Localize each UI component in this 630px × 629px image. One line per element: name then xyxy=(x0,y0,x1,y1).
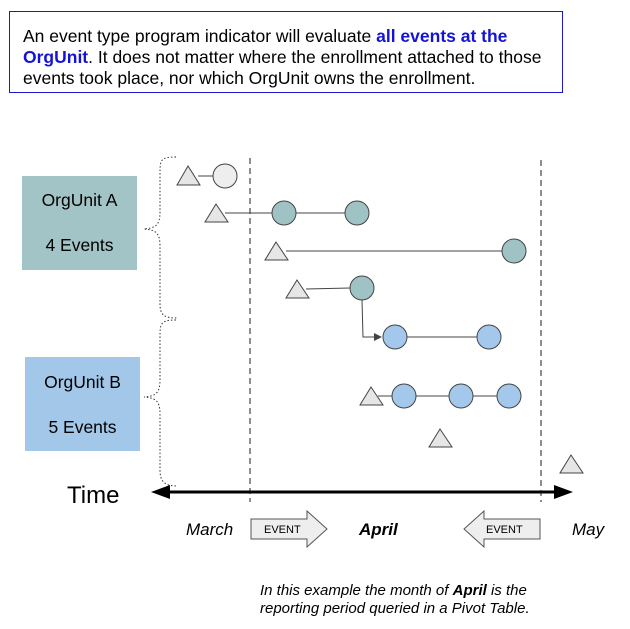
event-orgunit-b xyxy=(496,383,522,409)
event-arrow-right-label: EVENT xyxy=(264,524,301,536)
footnote-bold: April xyxy=(452,582,487,599)
enrollment-triangle xyxy=(428,428,453,448)
time-axis-left-arrowhead xyxy=(151,485,170,499)
enrollment-triangle xyxy=(204,203,229,223)
event-orgunit-b xyxy=(382,324,408,350)
orgunit-a-box: OrgUnit A 4 Events xyxy=(22,176,137,270)
footnote-line-2: reporting period queried in a Pivot Tabl… xyxy=(260,600,530,617)
event-orgunit-b xyxy=(476,324,502,350)
event-arrow-left xyxy=(463,509,541,549)
callout-highlight: all events at the OrgUnit xyxy=(23,26,508,67)
time-axis xyxy=(151,485,573,499)
time-axis-right-arrowhead xyxy=(554,485,573,499)
event-orgunit-a xyxy=(271,200,297,226)
enrollment-triangle xyxy=(359,386,384,406)
event-orgunit-a xyxy=(344,200,370,226)
orgunit-b-box: OrgUnit B 5 Events xyxy=(25,357,140,451)
orgunit-b-name: OrgUnit B xyxy=(44,372,121,392)
event-outside-period xyxy=(212,163,238,189)
callout-text-2: . It does not matter where the enrollmen… xyxy=(23,47,542,88)
event-arrow-right xyxy=(250,509,328,549)
time-axis-label: Time xyxy=(67,482,120,509)
month-april: April xyxy=(359,520,398,539)
enrollment-triangle xyxy=(176,165,201,186)
event-orgunit-a xyxy=(349,275,375,301)
brace-orgunit-a xyxy=(143,156,179,319)
month-march: March xyxy=(186,520,234,539)
explanation-callout: An event type program indicator will eva… xyxy=(9,11,563,93)
event-orgunit-b xyxy=(448,383,474,409)
callout-text-1: An event type program indicator will eva… xyxy=(23,26,377,46)
enrollment-triangle xyxy=(285,279,310,299)
brace-orgunit-b xyxy=(143,319,179,487)
enrollment-triangle xyxy=(559,454,584,474)
orgunit-a-name: OrgUnit A xyxy=(41,190,118,210)
enrollment-triangle xyxy=(264,241,289,261)
orgunit-a-count: 4 Events xyxy=(45,235,114,255)
event-orgunit-a xyxy=(501,238,527,264)
month-may: May xyxy=(572,520,605,539)
orgunit-b-count: 5 Events xyxy=(48,417,117,437)
event-arrow-left-label: EVENT xyxy=(486,524,523,536)
event-orgunit-b xyxy=(391,383,417,409)
footnote-text-1: In this example the month of xyxy=(260,582,453,599)
footnote-text-2: is the xyxy=(486,582,527,599)
footnote: In this example the month of April is th… xyxy=(260,582,530,618)
